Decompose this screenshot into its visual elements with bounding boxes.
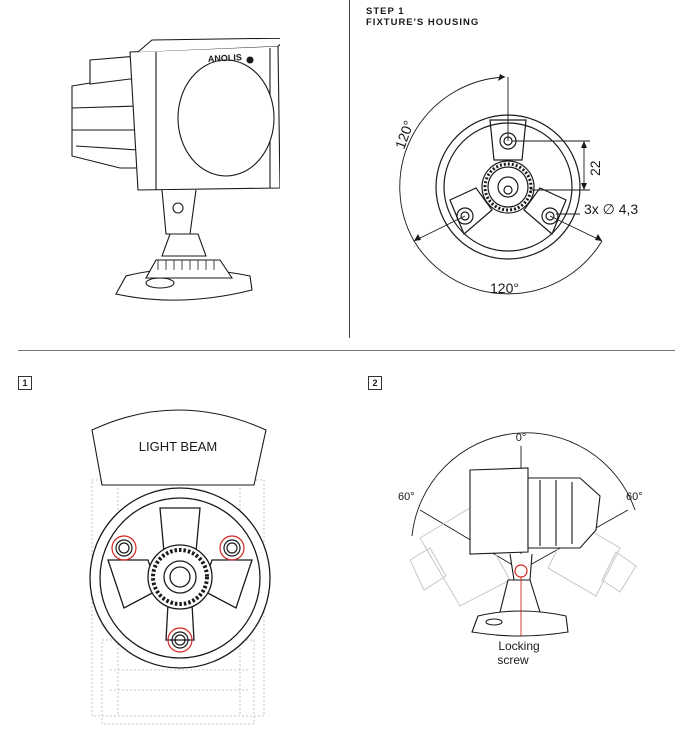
screw-highlight-right (219, 535, 245, 561)
brand-logo-text: ANOLIS (208, 52, 242, 64)
panel-1-number: 1 (18, 376, 32, 390)
panel-2-tilt-illustration: 0° 60° 60° Locking screw (398, 432, 643, 667)
light-beam-shape (91, 409, 267, 486)
angle-left-label: 60° (398, 491, 415, 503)
step-number: STEP 1 (366, 6, 405, 17)
mounting-dimension-drawing: 120° 120° 22 3x ∅ 4,3 (392, 74, 638, 296)
step-header: STEP 1 FIXTURE'S HOUSING (366, 6, 479, 28)
angle-center-label: 0° (516, 432, 527, 444)
locking-screw-label-line1: Locking (498, 639, 539, 653)
fixture-perspective-illustration: ANOLIS (71, 38, 280, 301)
panel-1-rear-view-illustration: LIGHT BEAM (89, 409, 271, 725)
angle-bottom-label: 120° (490, 280, 519, 296)
light-beam-label: LIGHT BEAM (139, 439, 218, 454)
screw-highlight-bottom (167, 627, 193, 653)
locking-screw-label-line2: screw (497, 653, 529, 667)
angle-right-label: 60° (626, 491, 643, 503)
screw-highlight-left (111, 535, 137, 561)
vertical-divider (349, 0, 350, 338)
panel-2-number: 2 (368, 376, 382, 390)
hole-dimension-label: 3x ∅ 4,3 (584, 201, 638, 217)
vertical-dimension-label: 22 (587, 160, 603, 176)
step-title: FIXTURE'S HOUSING (366, 17, 480, 28)
horizontal-divider (18, 350, 675, 351)
